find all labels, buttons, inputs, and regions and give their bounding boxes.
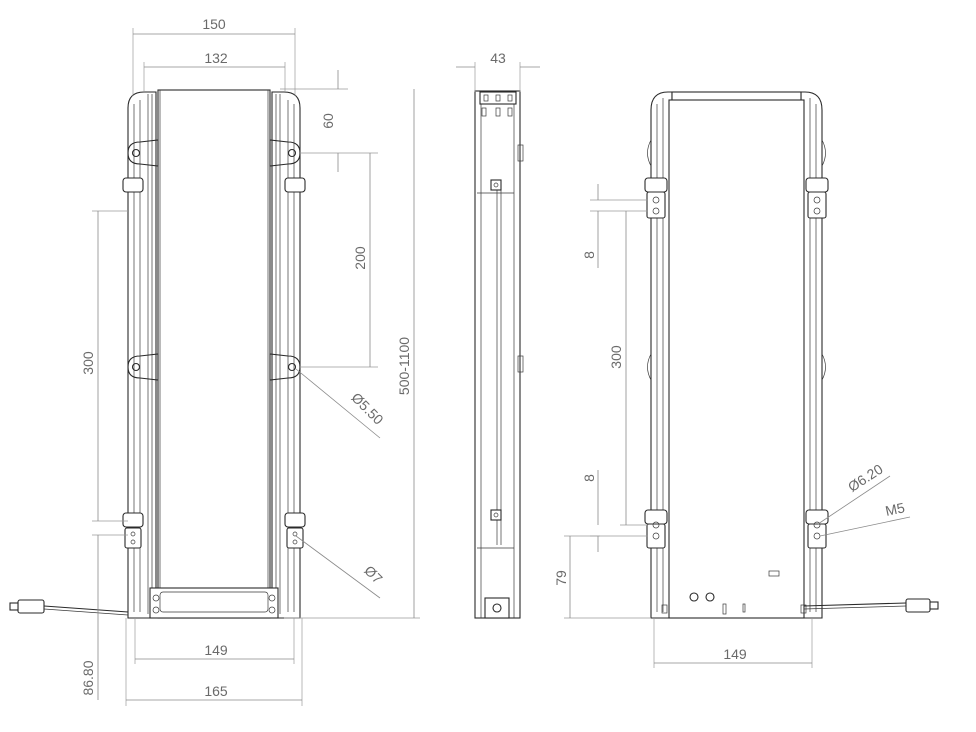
dim-thread: M5 — [884, 499, 907, 519]
dim-hole-diameter: Ø6.20 — [845, 461, 886, 495]
dim-hole-lower: Ø7 — [361, 562, 386, 587]
dim-hole-pitch: 300 — [608, 345, 624, 369]
front-upper-bracket-right — [269, 139, 301, 167]
front-mid-bracket-right — [269, 353, 301, 381]
side-dimensions: 43 — [456, 50, 540, 92]
dim-hole-bracket: Ø5.50 — [348, 389, 386, 427]
dim-bottom-offset: 79 — [553, 570, 569, 586]
rear-control-panel — [661, 570, 807, 615]
dim-hole-top: 8 — [581, 251, 597, 259]
front-foot — [149, 587, 279, 619]
dim-outer-width: 150 — [202, 16, 226, 32]
rear-cable — [803, 598, 939, 613]
dim-depth: 43 — [490, 50, 506, 66]
dim-top-offset: 60 — [320, 113, 336, 129]
dim-bracket-pitch: 200 — [352, 246, 368, 270]
front-left-rail — [122, 91, 157, 619]
rear-column — [668, 99, 805, 619]
side-view — [474, 90, 524, 619]
dim-rear-base-width: 149 — [723, 646, 747, 662]
rear-view — [644, 91, 939, 619]
front-upper-bracket-left — [127, 139, 159, 167]
front-view — [9, 89, 306, 619]
dim-hole-bottom: 8 — [581, 474, 597, 482]
front-mid-bracket-left — [127, 353, 159, 381]
front-cable — [9, 599, 129, 616]
dim-base-width: 149 — [204, 642, 228, 658]
dim-inner-width: 132 — [204, 50, 228, 66]
dim-lower-pitch: 300 — [80, 351, 96, 375]
front-right-rail — [271, 91, 306, 619]
front-column — [157, 89, 271, 619]
dim-total-height: 500-1100 — [396, 337, 412, 395]
dim-cable-height: 86.80 — [80, 660, 96, 695]
dim-overall-width: 165 — [204, 683, 228, 699]
